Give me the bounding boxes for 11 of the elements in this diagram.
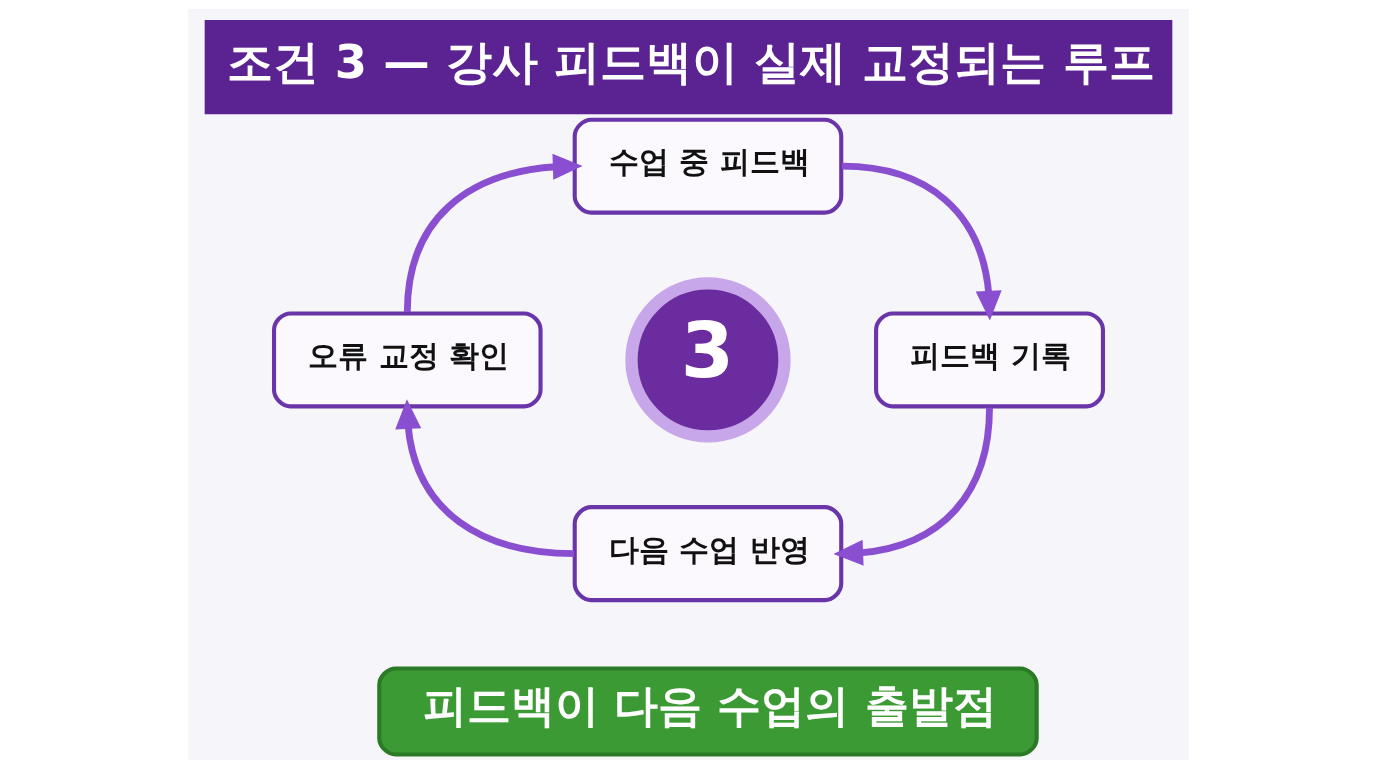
node-circle: 3 — [624, 276, 791, 443]
arrow — [394, 398, 574, 557]
node-box: 오류 교정 확인 — [271, 310, 543, 408]
arrow — [832, 407, 993, 566]
arrow — [403, 153, 583, 312]
node-box: 피드백 기록 — [873, 310, 1105, 408]
node-box: 다음 수업 반영 — [572, 504, 843, 602]
arrow — [841, 162, 1002, 321]
diagram-title: 조건 3 — 강사 피드백이 실제 교정되는 루프 — [226, 34, 1155, 89]
node-box: 피드백이 다음 수업의 출발점 — [376, 665, 1039, 757]
node-box: 수업 중 피드백 — [572, 117, 843, 215]
